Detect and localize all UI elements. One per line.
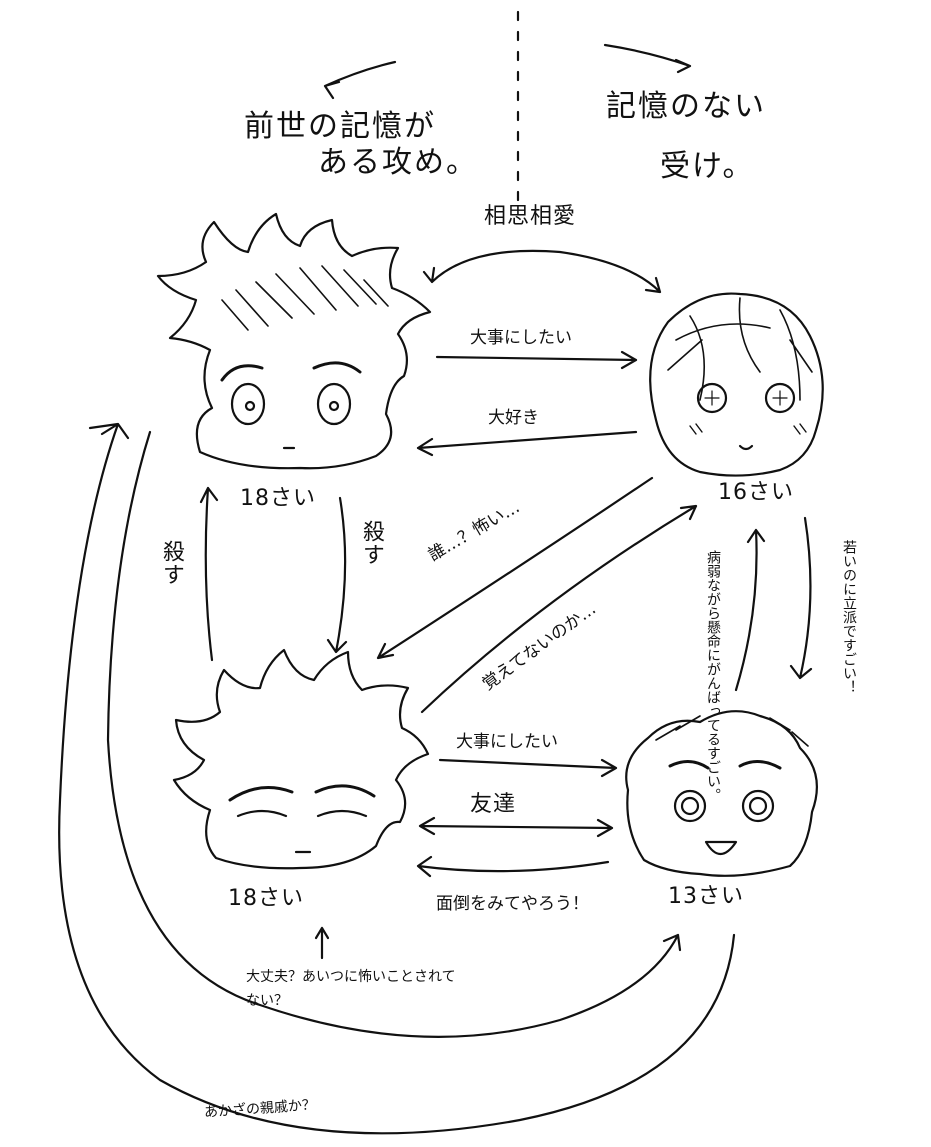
age-bottom-right: 13さい	[668, 886, 744, 908]
face-bottom-left	[174, 650, 428, 868]
arrow-concern	[316, 928, 328, 958]
arrow-friends	[420, 818, 612, 836]
arrow-tr-to-br	[791, 518, 811, 678]
label-concern: 大丈夫？あいつに怖いことされてない？	[246, 966, 456, 1014]
arrow-tl-to-tr	[437, 352, 636, 368]
arrow-mutual	[424, 251, 660, 292]
label-tl-to-tr: 大事にしたい	[470, 330, 572, 347]
label-br-to-bl: 面倒をみてやろう！	[436, 896, 589, 913]
label-tl-to-bl: 殺す	[360, 520, 382, 566]
age-top-left: 18さい	[240, 488, 316, 510]
face-top-left	[158, 214, 430, 468]
arrow-inner-loop	[108, 432, 680, 1037]
age-bottom-left: 18さい	[228, 888, 304, 910]
arrow-tr-to-tl	[418, 432, 636, 455]
label-tr-to-tl: 大好き	[488, 410, 539, 427]
arrow-tl-to-bl	[328, 498, 346, 652]
arrow-left-header	[325, 62, 395, 98]
header-left-line1: 前世の記憶が	[244, 112, 436, 142]
header-right-line2: 受け。	[660, 152, 755, 182]
label-mutual-love: 相思相愛	[484, 206, 576, 228]
arrow-bl-to-tl	[201, 488, 217, 660]
label-tr-to-br: 若いのに立派ですごい！	[842, 540, 856, 690]
arrow-bl-to-br	[440, 760, 616, 776]
arrow-right-header	[605, 45, 690, 72]
label-br-to-tr: 病弱ながら懸命にがんばってるすごい。	[676, 550, 720, 690]
arrow-br-to-bl	[418, 857, 608, 876]
header-left-line2: ある攻め。	[318, 148, 478, 178]
label-bl-to-br: 大事にしたい	[456, 734, 558, 751]
header-right-line1: 記憶のない	[606, 92, 766, 122]
label-bl-to-tl: 殺す	[160, 540, 182, 586]
face-bottom-right	[626, 711, 817, 876]
face-top-right	[650, 294, 823, 476]
label-friends: 友達	[470, 794, 516, 816]
age-top-right: 16さい	[718, 482, 794, 504]
arrow-br-to-tr	[736, 530, 764, 690]
